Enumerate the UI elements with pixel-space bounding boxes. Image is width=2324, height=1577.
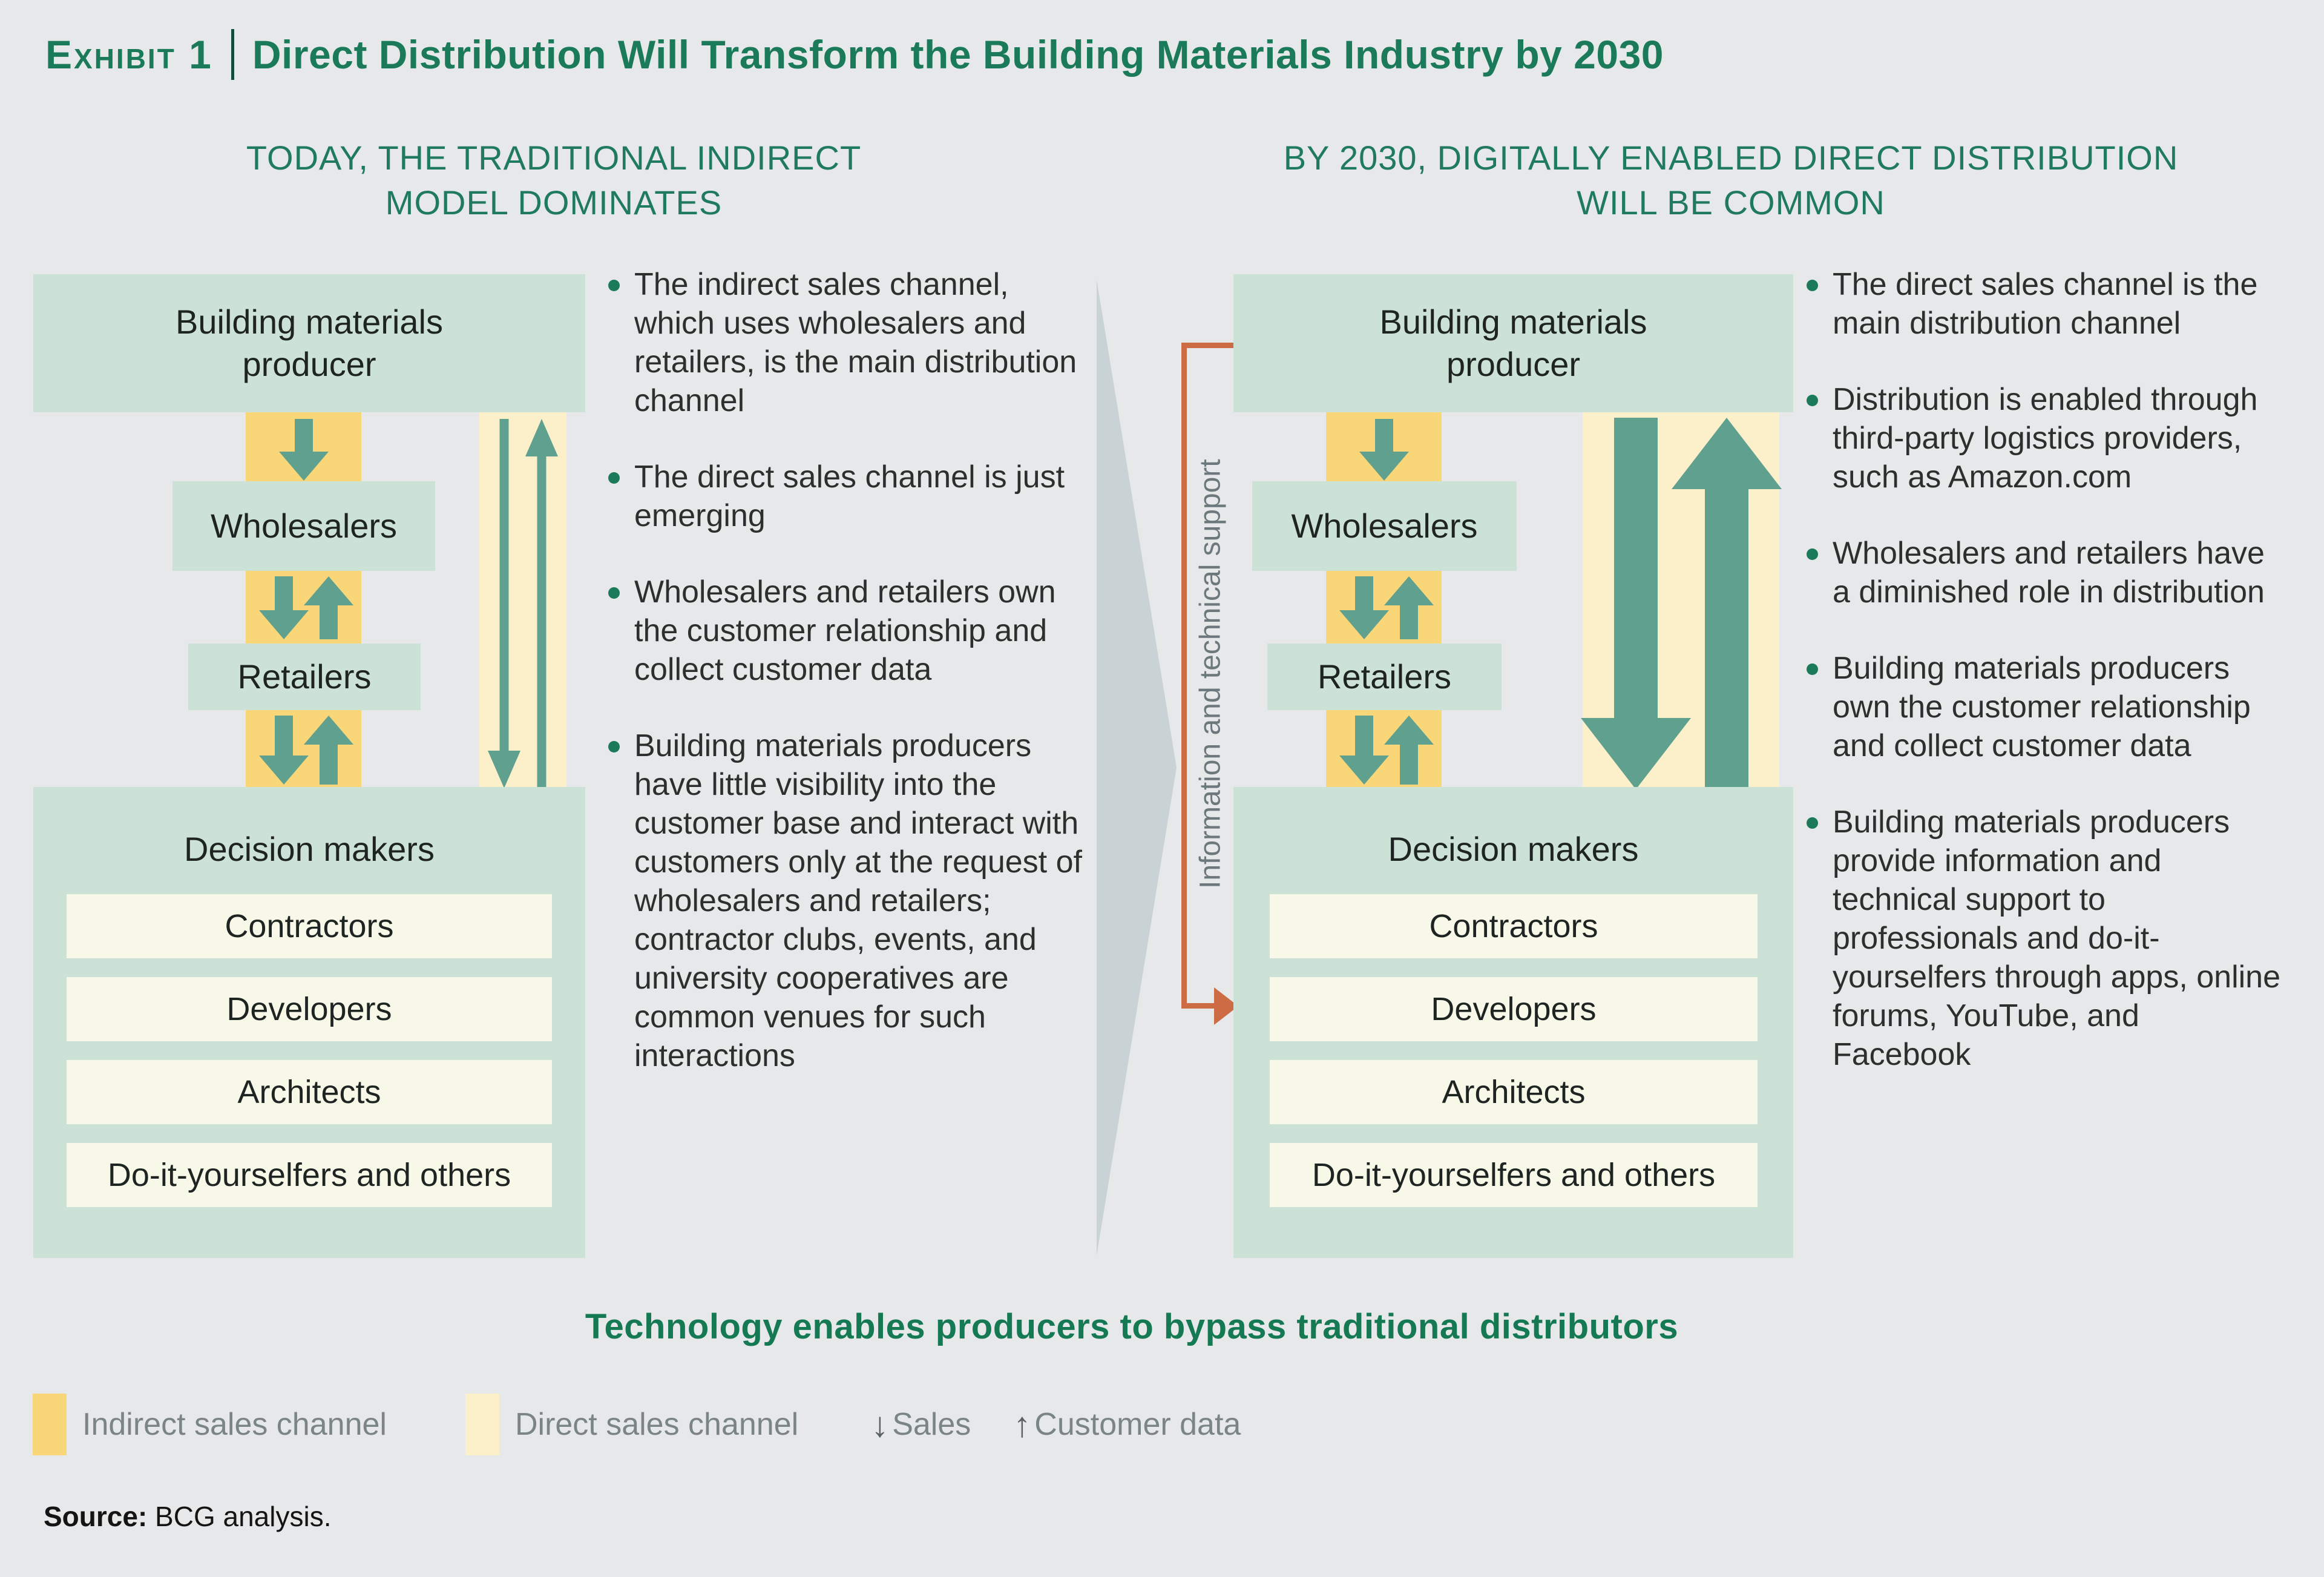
direct-channel-band bbox=[479, 412, 566, 791]
bullet-dot-icon bbox=[1807, 395, 1818, 406]
retailers-box: Retailers bbox=[188, 644, 421, 710]
bullet-text: Wholesalers and retailers have a diminis… bbox=[1833, 536, 2265, 610]
legend-sales-label: Sales bbox=[892, 1407, 971, 1442]
bullet-item: Building materials producers have little… bbox=[608, 726, 1098, 1075]
producer-box: Building materials producer bbox=[1233, 274, 1793, 412]
left-header-line1: TODAY, THE TRADITIONAL INDIRECT bbox=[246, 139, 862, 177]
bullet-dot-icon bbox=[608, 587, 620, 599]
legend: Indirect sales channel Direct sales chan… bbox=[33, 1394, 1241, 1455]
sales-down-arrow-icon bbox=[259, 716, 309, 785]
decision-makers-box: Decision makers Contractors Developers A… bbox=[1233, 787, 1793, 1258]
bullet-item: Wholesalers and retailers own the custom… bbox=[608, 573, 1098, 689]
source-note: Source: BCG analysis. bbox=[44, 1500, 331, 1533]
legend-customer-data-label: Customer data bbox=[1034, 1407, 1241, 1442]
retailers-box: Retailers bbox=[1267, 644, 1502, 710]
bullet-text: Building materials producers own the cus… bbox=[1833, 651, 2251, 763]
support-bracket-top bbox=[1181, 343, 1233, 348]
decision-row: Developers bbox=[1270, 977, 1758, 1041]
decision-makers-label: Decision makers bbox=[184, 830, 435, 868]
bullet-dot-icon bbox=[1807, 548, 1818, 560]
sales-down-arrow-icon bbox=[279, 419, 329, 481]
bullet-text: The direct sales channel is just emergin… bbox=[634, 459, 1065, 533]
bullet-dot-icon bbox=[608, 741, 620, 752]
retailers-label: Retailers bbox=[1318, 657, 1451, 696]
bullet-text: Building materials producers provide inf… bbox=[1833, 805, 2281, 1072]
bullet-item: The direct sales channel is the main dis… bbox=[1807, 265, 2297, 343]
right-bullet-list: The direct sales channel is the main dis… bbox=[1807, 265, 2297, 1111]
right-header-line1: BY 2030, DIGITALLY ENABLED DIRECT DISTRI… bbox=[1283, 139, 2179, 177]
customer-data-up-arrow-icon bbox=[304, 576, 353, 639]
decision-makers-label: Decision makers bbox=[1388, 830, 1639, 868]
support-bracket-vertical bbox=[1181, 343, 1187, 1009]
retailers-label: Retailers bbox=[237, 657, 372, 696]
support-bracket-bottom bbox=[1181, 1003, 1219, 1009]
bullet-item: Distribution is enabled through third-pa… bbox=[1807, 380, 2297, 496]
key-statement: Technology enables producers to bypass t… bbox=[585, 1307, 1679, 1346]
bullet-text: Distribution is enabled through third-pa… bbox=[1833, 382, 2258, 495]
source-label: Source: bbox=[44, 1501, 148, 1532]
sales-down-arrow-icon bbox=[487, 419, 521, 788]
decision-row: Architects bbox=[67, 1060, 552, 1124]
bullet-dot-icon bbox=[1807, 817, 1818, 829]
customer-data-up-arrow-icon bbox=[525, 419, 559, 788]
left-column-header: TODAY, THE TRADITIONAL INDIRECT MODEL DO… bbox=[182, 136, 926, 225]
producer-label: Building materials producer bbox=[1379, 303, 1647, 383]
wholesalers-box: Wholesalers bbox=[1252, 481, 1517, 571]
bullet-text: The direct sales channel is the main dis… bbox=[1833, 267, 2258, 341]
producer-label: Building materials producer bbox=[176, 303, 443, 383]
right-column-header: BY 2030, DIGITALLY ENABLED DIRECT DISTRI… bbox=[1259, 136, 2203, 225]
exhibit-label: Exhibit 1 bbox=[45, 32, 213, 77]
title-separator bbox=[231, 29, 234, 80]
support-label: Information and technical support bbox=[1194, 459, 1227, 889]
customer-data-up-arrow-icon: ↑ bbox=[1013, 1404, 1031, 1444]
decision-row: Do-it-yourselfers and others bbox=[1270, 1143, 1758, 1207]
decision-row: Architects bbox=[1270, 1060, 1758, 1124]
producer-box: Building materials producer bbox=[33, 274, 585, 412]
right-header-line2: WILL BE COMMON bbox=[1577, 183, 1885, 222]
bullet-text: Wholesalers and retailers own the custom… bbox=[634, 575, 1056, 687]
sales-down-arrow-icon bbox=[259, 576, 309, 639]
bullet-item: Building materials producers provide inf… bbox=[1807, 803, 2297, 1074]
wholesalers-label: Wholesalers bbox=[210, 507, 398, 545]
bullet-item: The direct sales channel is just emergin… bbox=[608, 458, 1098, 535]
bullet-dot-icon bbox=[1807, 663, 1818, 675]
wholesalers-box: Wholesalers bbox=[172, 481, 435, 571]
sales-down-arrow-icon bbox=[1581, 418, 1691, 789]
bullet-item: The indirect sales channel, which uses w… bbox=[608, 265, 1098, 420]
title-text: Direct Distribution Will Transform the B… bbox=[252, 32, 1664, 77]
customer-data-up-arrow-icon bbox=[1384, 716, 1434, 785]
left-header-line2: MODEL DOMINATES bbox=[385, 183, 723, 222]
customer-data-up-arrow-icon bbox=[304, 716, 353, 785]
legend-indirect-swatch bbox=[33, 1394, 67, 1455]
legend-direct-swatch bbox=[465, 1394, 499, 1455]
decision-row: Contractors bbox=[67, 894, 552, 958]
bullet-item: Wholesalers and retailers have a diminis… bbox=[1807, 534, 2297, 611]
bullet-text: Building materials producers have little… bbox=[634, 728, 1082, 1073]
decision-row: Contractors bbox=[1270, 894, 1758, 958]
sales-down-arrow-icon bbox=[1339, 716, 1389, 785]
decision-row: Developers bbox=[67, 977, 552, 1041]
wholesalers-label: Wholesalers bbox=[1291, 507, 1478, 545]
sales-down-arrow-icon bbox=[1359, 419, 1409, 481]
sales-down-arrow-icon: ↓ bbox=[871, 1404, 889, 1444]
page-title: Exhibit 1 Direct Distribution Will Trans… bbox=[45, 29, 1664, 80]
bullet-text: The indirect sales channel, which uses w… bbox=[634, 267, 1077, 418]
customer-data-up-arrow-icon bbox=[1384, 576, 1434, 639]
transition-chevron-icon bbox=[1097, 280, 1177, 1256]
bullet-dot-icon bbox=[1807, 280, 1818, 291]
bullet-dot-icon bbox=[608, 280, 620, 291]
bullet-dot-icon bbox=[608, 472, 620, 484]
legend-direct-label: Direct sales channel bbox=[514, 1407, 799, 1442]
sales-down-arrow-icon bbox=[1339, 576, 1389, 639]
legend-indirect-label: Indirect sales channel bbox=[82, 1407, 387, 1442]
decision-makers-box: Decision makers Contractors Developers A… bbox=[33, 787, 585, 1258]
left-bullet-list: The indirect sales channel, which uses w… bbox=[608, 265, 1098, 1113]
decision-row: Do-it-yourselfers and others bbox=[67, 1143, 552, 1207]
customer-data-up-arrow-icon bbox=[1672, 418, 1782, 789]
source-text: BCG analysis. bbox=[147, 1501, 332, 1532]
bullet-item: Building materials producers own the cus… bbox=[1807, 649, 2297, 765]
